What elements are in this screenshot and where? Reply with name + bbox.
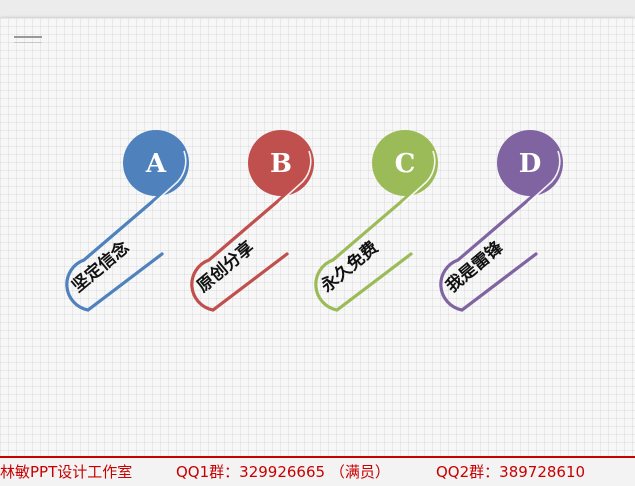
clip-highlight bbox=[402, 150, 436, 204]
footer-bar: 林敏PPT设计工作室 QQ1群：329926665 （满员） QQ2群：3897… bbox=[0, 456, 635, 486]
clip-circle bbox=[123, 130, 189, 196]
clip-highlight bbox=[527, 150, 561, 204]
clip-letter: D bbox=[519, 149, 542, 179]
clip-circle bbox=[372, 130, 438, 196]
clip-wire bbox=[439, 181, 550, 312]
clip-letter: A bbox=[145, 149, 167, 179]
footer-qq1-group: QQ1群：329926665 （满员） bbox=[176, 463, 390, 481]
clip-circle bbox=[248, 130, 314, 196]
clip-letter: C bbox=[395, 149, 416, 179]
clip-wire bbox=[65, 181, 176, 312]
clip-highlight bbox=[153, 150, 187, 204]
clip-circle bbox=[497, 130, 563, 196]
slide-canvas bbox=[0, 18, 635, 456]
clip-letter: B bbox=[270, 149, 292, 179]
clip-wire bbox=[314, 181, 425, 312]
footer-studio-name: 林敏PPT设计工作室 bbox=[0, 463, 133, 481]
footer-qq2-group: QQ2群：389728610 bbox=[436, 463, 586, 481]
corner-mark bbox=[14, 36, 42, 43]
clip-wire bbox=[190, 181, 301, 312]
clip-highlight bbox=[278, 150, 312, 204]
